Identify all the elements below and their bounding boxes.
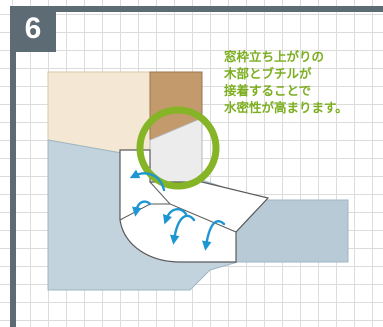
frame-border-left <box>10 6 16 327</box>
frame-border-top <box>10 6 383 12</box>
explanation-note: 窓枠立ち上がりの 木部とブチルが 接着することで 水密性が高まります。 <box>224 48 374 116</box>
note-line: 窓枠立ち上がりの <box>224 49 325 64</box>
note-line: 接着することで <box>224 83 312 98</box>
water-flow-arrow-icon <box>129 169 226 251</box>
note-line: 木部とブチルが <box>224 66 312 81</box>
step-number-badge: 6 <box>10 6 56 52</box>
highlight-circle <box>136 106 220 190</box>
butyl-waterproof-sheet <box>119 149 270 263</box>
note-line: 水密性が高まります。 <box>224 100 348 115</box>
